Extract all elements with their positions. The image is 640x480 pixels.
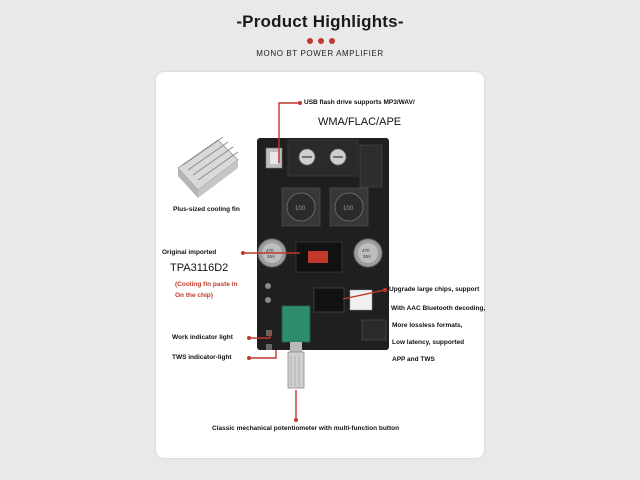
capacitor-mark: 35V (267, 254, 275, 259)
potentiometer-callout: Classic mechanical potentiometer with mu… (212, 425, 400, 432)
latency-callout: Low latency, supported (392, 339, 465, 346)
work-indicator-callout: Work indicator light (172, 334, 233, 341)
inductor-mark: 100 (343, 206, 354, 212)
cooling-note-callout: (Cooling fin paste in (175, 281, 238, 288)
app-tws-callout: APP and TWS (392, 356, 435, 363)
decorative-dots (307, 38, 335, 44)
leader-markers (241, 101, 387, 422)
capacitor-mark: 470 (266, 248, 274, 253)
lossless-callout: More lossless formats, (392, 322, 463, 329)
leader-lines (243, 102, 386, 420)
inductor-mark: 100 (295, 206, 306, 212)
usb-formats-callout: WMA/FLAC/APE (318, 116, 402, 128)
amplifier-board (257, 138, 389, 389)
chip-upgrade-callout: Upgrade large chips, support (389, 286, 480, 293)
dot (318, 38, 324, 44)
cooling-fin-callout: Plus-sized cooling fin (173, 206, 240, 213)
heatsink-image (177, 136, 239, 198)
dot (329, 38, 335, 44)
aac-callout: With AAC Bluetooth decoding, (391, 305, 486, 312)
capacitor-mark: 470 (362, 248, 370, 253)
dot (307, 38, 313, 44)
original-callout: Original imported (162, 249, 217, 256)
chip-name-callout: TPA3116D2 (170, 262, 229, 274)
page-subtitle: MONO BT POWER AMPLIFIER (256, 49, 384, 58)
capacitor-mark: 35V (363, 254, 371, 259)
tws-indicator-callout: TWS indicator-light (172, 354, 232, 361)
cooling-note-callout: On the chip) (175, 292, 213, 299)
page-title: -Product Highlights- (236, 12, 404, 31)
usb-callout: USB flash drive supports MP3/WAV/ (304, 99, 415, 106)
